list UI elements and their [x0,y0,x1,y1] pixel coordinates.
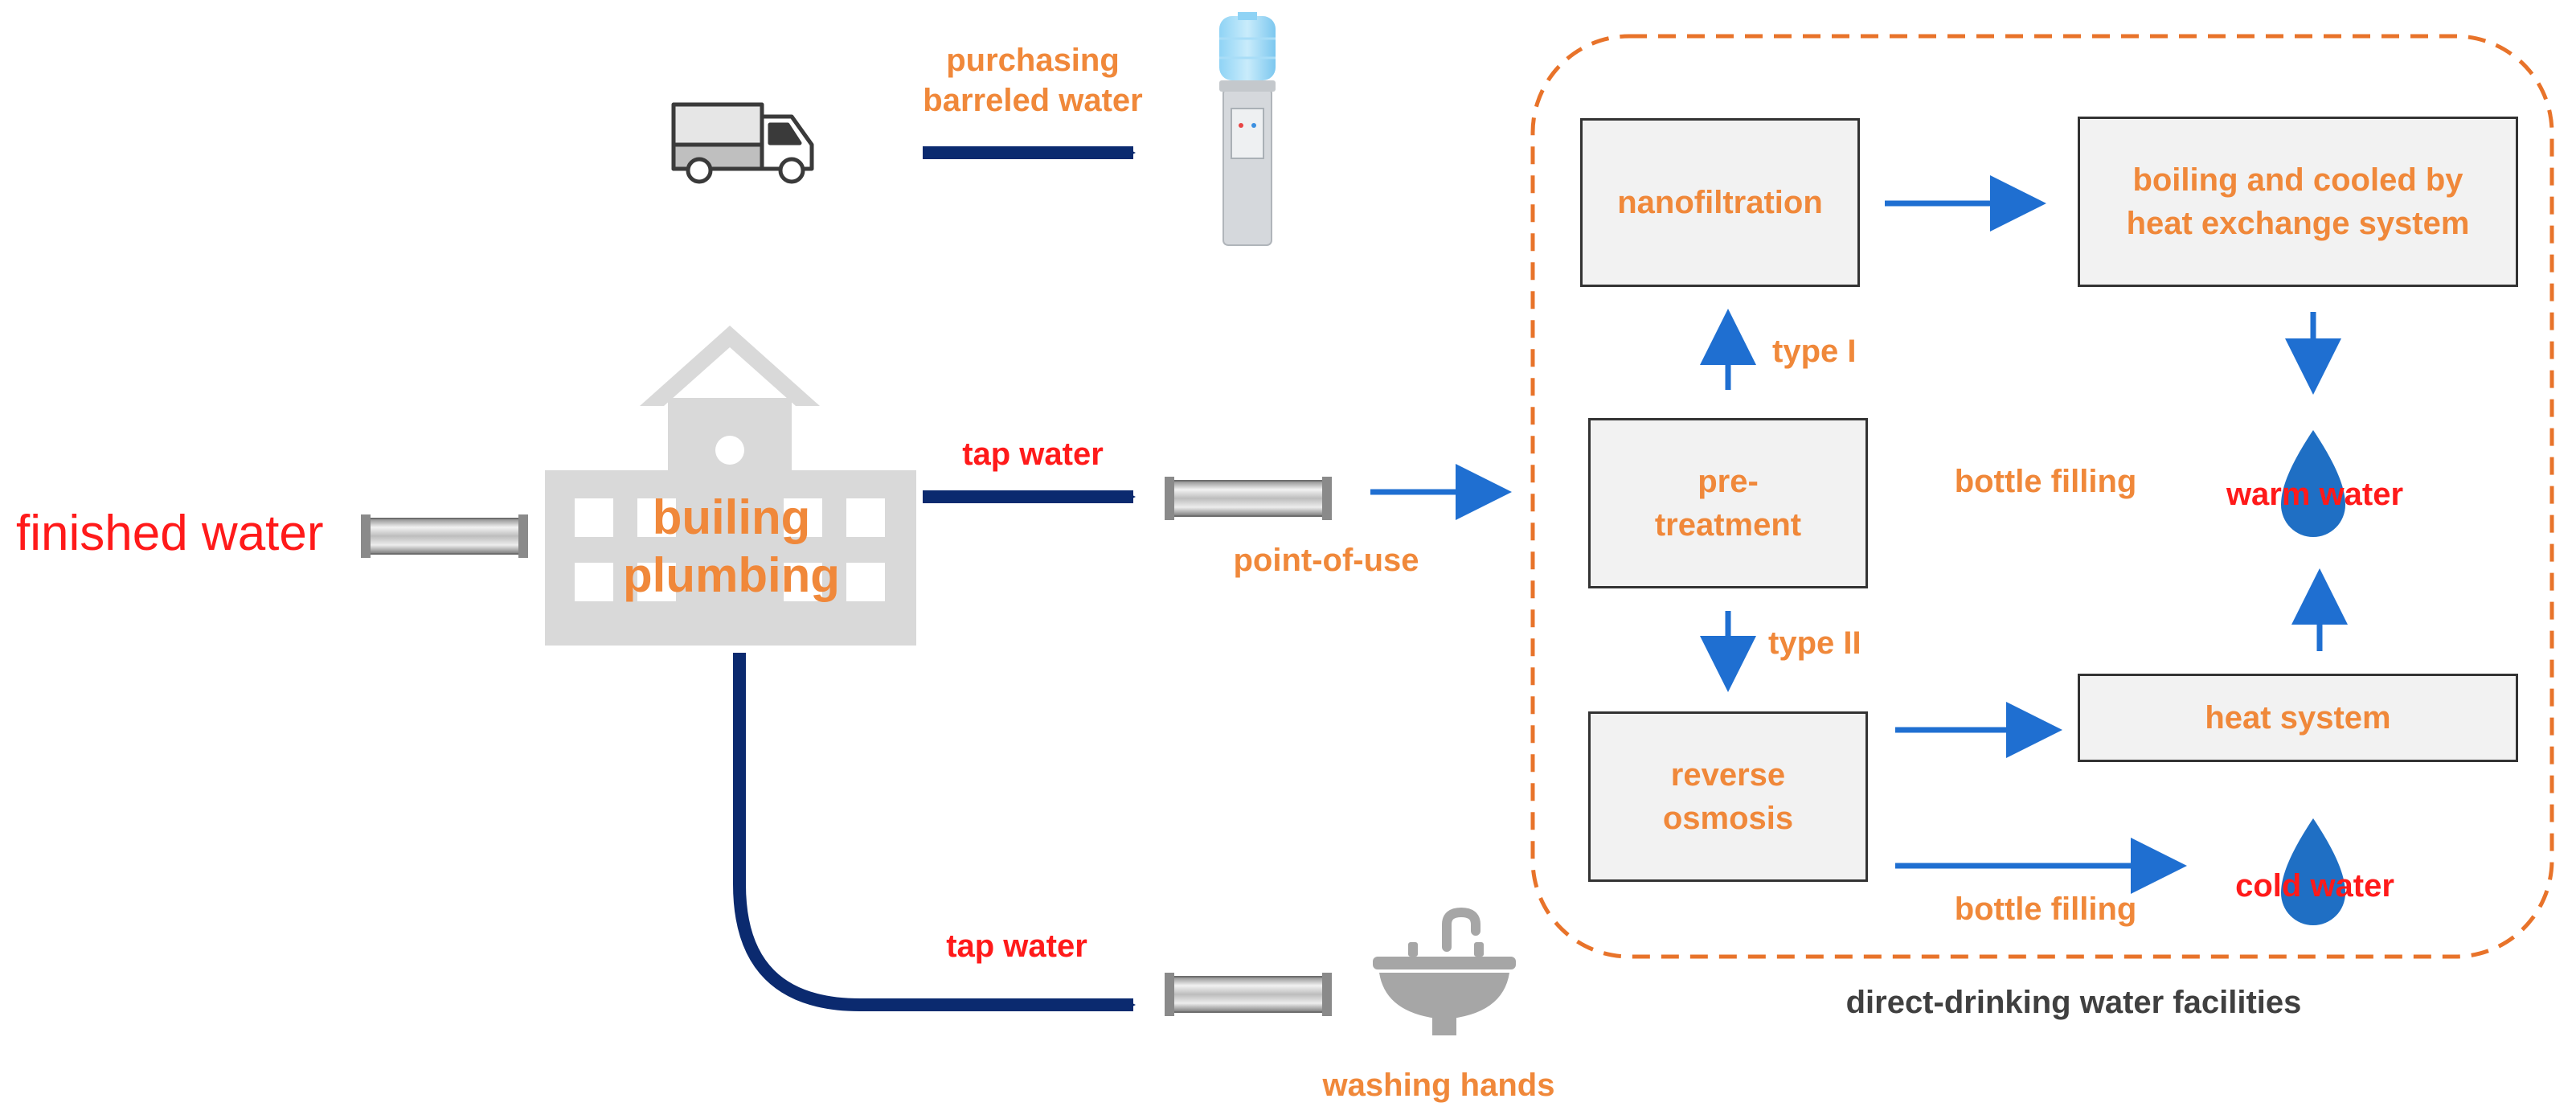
water-drop-icon [2281,818,2345,925]
point-of-use-label: point-of-use [1233,543,1419,578]
box-heat-system: heat system [2078,674,2518,762]
pipe-icon [361,514,528,558]
building-icon [545,326,916,646]
heat-system-label: heat system [2205,700,2391,736]
box-boiling: boiling and cooled by heat exchange syst… [2078,117,2518,287]
water-dispenser-icon [1219,12,1276,246]
bottle-filling-lower-label: bottle filling [1954,892,2137,927]
pipe-icon [1165,477,1332,520]
barreled-label-line1: purchasing [946,43,1120,78]
facility-border [1530,34,2554,959]
type2-label: type II [1768,625,1861,661]
tap-water-lower-label: tap water [946,928,1087,964]
washing-hands-label: washing hands [1322,1068,1555,1103]
box-pretreatment: pre- treatment [1588,418,1868,588]
pretreatment-line2: treatment [1654,507,1802,543]
facility-caption: direct-drinking water facilities [1845,985,2302,1020]
pipe-icon [1165,973,1332,1016]
boiling-line1: boiling and cooled by [2132,162,2463,198]
arrow-tap-lower [733,653,1136,1011]
pretreatment-line1: pre- [1698,464,1759,499]
water-drop-icon [2281,430,2345,537]
barreled-label: purchasing barreled water [900,40,1165,121]
cold-water-label: cold water [2235,868,2394,904]
truck-icon [671,102,814,184]
barreled-label-line2: barreled water [923,83,1143,118]
source-label: finished water [16,506,324,561]
ro-line1: reverse [1670,757,1786,793]
sink-icon [1373,907,1516,1035]
ro-line2: osmosis [1662,801,1794,836]
building-label-line1: builing [652,490,811,544]
nanofiltration-label: nanofiltration [1617,185,1823,220]
warm-water-label: warm water [2226,477,2404,512]
box-nanofiltration: nanofiltration [1580,118,1860,287]
type1-label: type I [1772,334,1857,369]
building-label-line2: plumbing [623,548,840,602]
bottle-filling-upper-label: bottle filling [1954,464,2137,499]
boiling-line2: heat exchange system [2126,206,2470,241]
building-label: builing plumbing [563,489,900,605]
tap-water-upper-label: tap water [962,437,1104,472]
box-reverse-osmosis: reverse osmosis [1588,711,1868,882]
